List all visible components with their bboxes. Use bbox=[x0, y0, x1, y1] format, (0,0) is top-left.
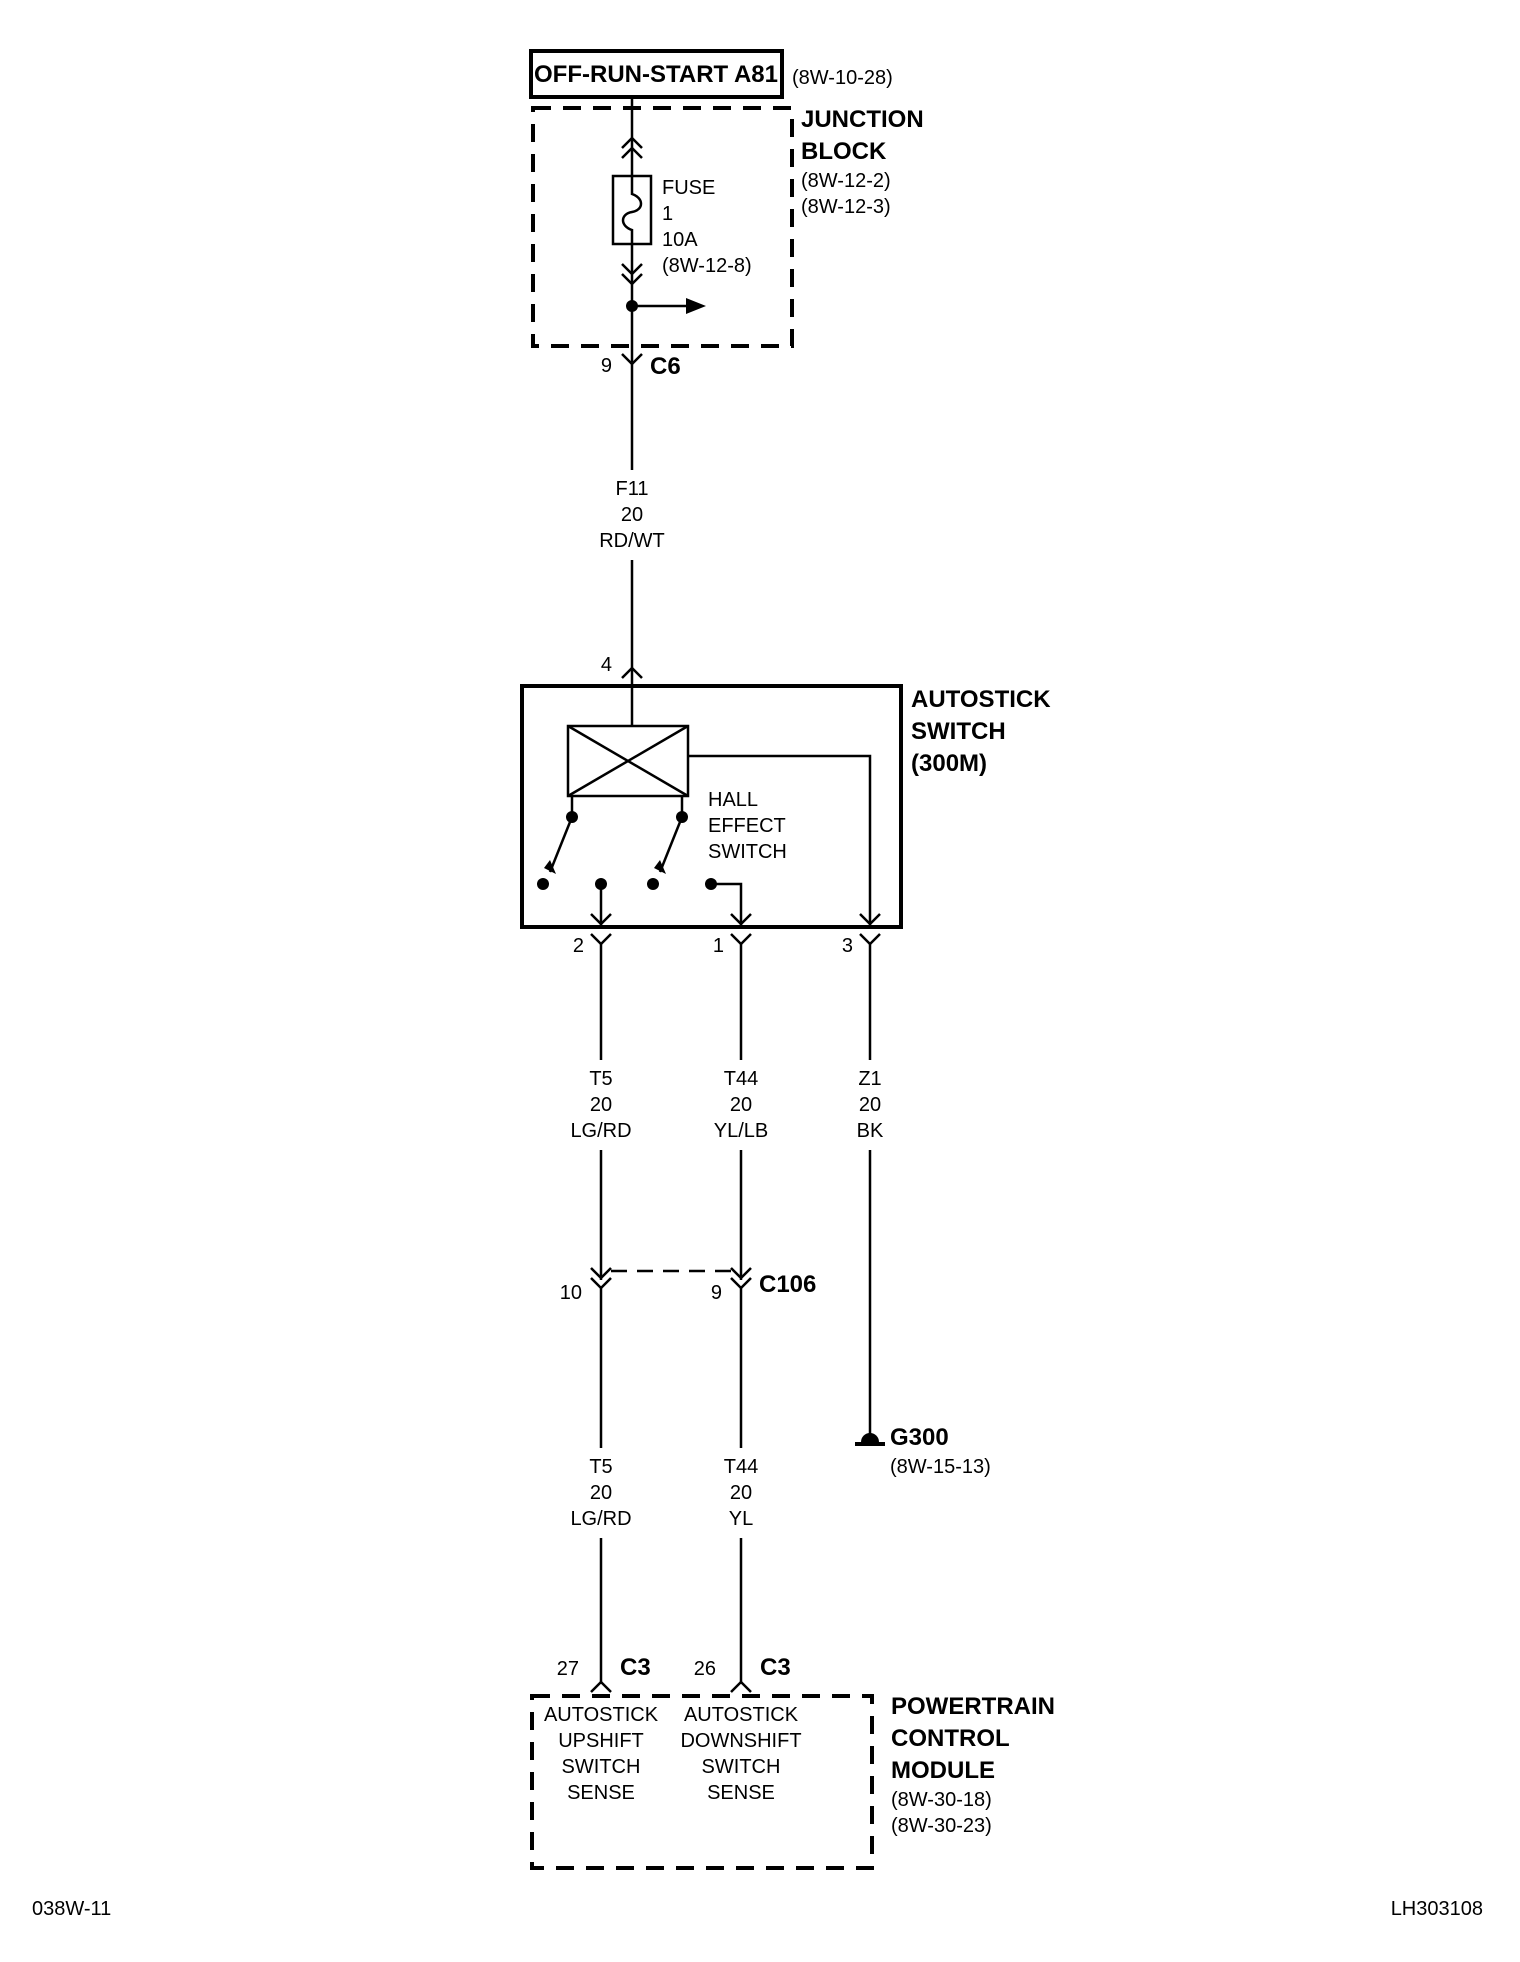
junction-block-ref-1: (8W-12-2) bbox=[801, 170, 891, 192]
pcm-title-1: POWERTRAIN bbox=[891, 1693, 1055, 1720]
wire-z1-gauge: 20 bbox=[859, 1094, 881, 1116]
wire-t5-upper-gauge: 20 bbox=[590, 1094, 612, 1116]
wire-z1-circuit: Z1 bbox=[858, 1068, 881, 1090]
switch-blade-left-arrow-icon bbox=[544, 860, 556, 874]
connector-jb-in-lower-icon bbox=[621, 146, 643, 159]
connector-fuse-out-upper-icon bbox=[621, 263, 643, 276]
connector-c106-pin-right: 9 bbox=[711, 1282, 722, 1304]
connector-c106-pin-left: 10 bbox=[560, 1282, 582, 1304]
wire-t44-lower-gauge: 20 bbox=[730, 1482, 752, 1504]
pcm-upshift-line-1: AUTOSTICK bbox=[544, 1704, 659, 1726]
connector-c106-name: C106 bbox=[759, 1271, 816, 1298]
wire-t5-lower-circuit: T5 bbox=[589, 1456, 612, 1478]
switch-blade-left bbox=[548, 816, 574, 873]
autostick-switch-title-2: SWITCH bbox=[911, 718, 1006, 745]
ground-name: G300 bbox=[890, 1424, 949, 1451]
pcm-upshift-line-2: UPSHIFT bbox=[558, 1730, 644, 1752]
pcm-downshift-line-4: SENSE bbox=[707, 1782, 775, 1804]
wire-t44-lower-color: YL bbox=[729, 1508, 753, 1530]
pcm-upshift-line-3: SWITCH bbox=[562, 1756, 641, 1778]
fuse-label: FUSE bbox=[662, 177, 715, 199]
switch-input-pin: 4 bbox=[601, 654, 612, 676]
autostick-switch-box bbox=[520, 684, 903, 929]
wire-t44-lower-circuit: T44 bbox=[724, 1456, 758, 1478]
hall-sensor-icon bbox=[566, 724, 690, 798]
wire-t44-upper-circuit: T44 bbox=[724, 1068, 758, 1090]
connector-c6-name: C6 bbox=[650, 353, 681, 380]
connector-pcm-27-icon bbox=[590, 1680, 612, 1693]
wire-t5-upper-circuit: T5 bbox=[589, 1068, 612, 1090]
connector-switch-pin-3-icon bbox=[859, 933, 881, 946]
footer-left: 038W-11 bbox=[32, 1898, 111, 1920]
connector-pcm-26-icon bbox=[730, 1680, 752, 1693]
connector-switch-pin-2-icon bbox=[590, 933, 612, 946]
autostick-switch-title-3: (300M) bbox=[911, 750, 987, 777]
fuse-ref: (8W-12-8) bbox=[662, 255, 752, 277]
pcm-pin-26: 26 bbox=[694, 1658, 716, 1680]
switch-contact-open-right bbox=[647, 878, 659, 890]
pcm-c3-a: C3 bbox=[620, 1654, 651, 1681]
pcm-pin-27: 27 bbox=[557, 1658, 579, 1680]
pcm-c3-b: C3 bbox=[760, 1654, 791, 1681]
switch-contact-open-left bbox=[537, 878, 549, 890]
fuse-element-icon bbox=[621, 176, 643, 244]
ground-ref: (8W-15-13) bbox=[890, 1456, 991, 1478]
junction-block-ref-2: (8W-12-3) bbox=[801, 196, 891, 218]
wire-t5-lower-color: LG/RD bbox=[570, 1508, 631, 1530]
fuse-number: 1 bbox=[662, 203, 673, 225]
pcm-outline bbox=[530, 1694, 874, 1870]
junction-block-title-2: BLOCK bbox=[801, 138, 887, 165]
arrow-right-icon bbox=[686, 298, 706, 314]
connector-c6-pin: 9 bbox=[601, 355, 612, 377]
connector-fuse-out-lower-icon bbox=[621, 273, 643, 286]
power-source-ref: (8W-10-28) bbox=[792, 67, 893, 89]
pcm-title-3: MODULE bbox=[891, 1757, 995, 1784]
wire-f11-gauge: 20 bbox=[621, 504, 643, 526]
wire-t5-upper-color: LG/RD bbox=[570, 1120, 631, 1142]
pcm-ref-1: (8W-30-18) bbox=[891, 1789, 992, 1811]
power-source-box bbox=[529, 49, 784, 99]
connector-switch-pin-1-icon bbox=[730, 933, 752, 946]
switch-pin-2: 2 bbox=[573, 935, 584, 957]
pcm-downshift-line-3: SWITCH bbox=[702, 1756, 781, 1778]
junction-block-outline bbox=[531, 106, 794, 348]
downshift-arrow-icon bbox=[730, 913, 752, 926]
wire-t5-lower-gauge: 20 bbox=[590, 1482, 612, 1504]
junction-block-title-1: JUNCTION bbox=[801, 106, 924, 133]
ground-icon bbox=[861, 1433, 879, 1442]
connector-c106-left-upper-icon bbox=[590, 1267, 612, 1280]
switch-pin-3: 3 bbox=[842, 935, 853, 957]
downshift-contact-wire bbox=[711, 882, 743, 926]
hall-sensor-cross-b bbox=[567, 724, 689, 798]
switch-ground-path bbox=[688, 754, 872, 926]
autostick-switch-title-1: AUTOSTICK bbox=[911, 686, 1051, 713]
connector-c106-right-upper-icon bbox=[730, 1267, 752, 1280]
footer-right: LH303108 bbox=[1391, 1898, 1483, 1920]
pcm-title-2: CONTROL bbox=[891, 1725, 1010, 1752]
pcm-ref-2: (8W-30-23) bbox=[891, 1815, 992, 1837]
switch-blade-right-arrow-icon bbox=[654, 860, 666, 874]
fuse-rating: 10A bbox=[662, 229, 698, 251]
wire-f11-color: RD/WT bbox=[599, 530, 665, 552]
wire-z1-color: BK bbox=[857, 1120, 884, 1142]
wire-t44-upper-color: YL/LB bbox=[714, 1120, 768, 1142]
hall-effect-label-3: SWITCH bbox=[708, 841, 787, 863]
wire-f11-circuit: F11 bbox=[616, 478, 649, 500]
pcm-downshift-line-1: AUTOSTICK bbox=[684, 1704, 799, 1726]
wire-t44-upper-gauge: 20 bbox=[730, 1094, 752, 1116]
switch-blade-right bbox=[658, 816, 684, 873]
switch-pin-1: 1 bbox=[713, 935, 724, 957]
hall-effect-label-1: HALL bbox=[708, 789, 758, 811]
upshift-arrow-icon bbox=[590, 913, 612, 926]
power-source-label: OFF-RUN-START A81 bbox=[534, 61, 778, 88]
pcm-downshift-line-2: DOWNSHIFT bbox=[680, 1730, 801, 1752]
hall-effect-label-2: EFFECT bbox=[708, 815, 786, 837]
connector-jb-in-upper-icon bbox=[621, 136, 643, 149]
switch-ground-arrow-icon bbox=[859, 913, 881, 926]
pcm-upshift-line-4: SENSE bbox=[567, 1782, 635, 1804]
